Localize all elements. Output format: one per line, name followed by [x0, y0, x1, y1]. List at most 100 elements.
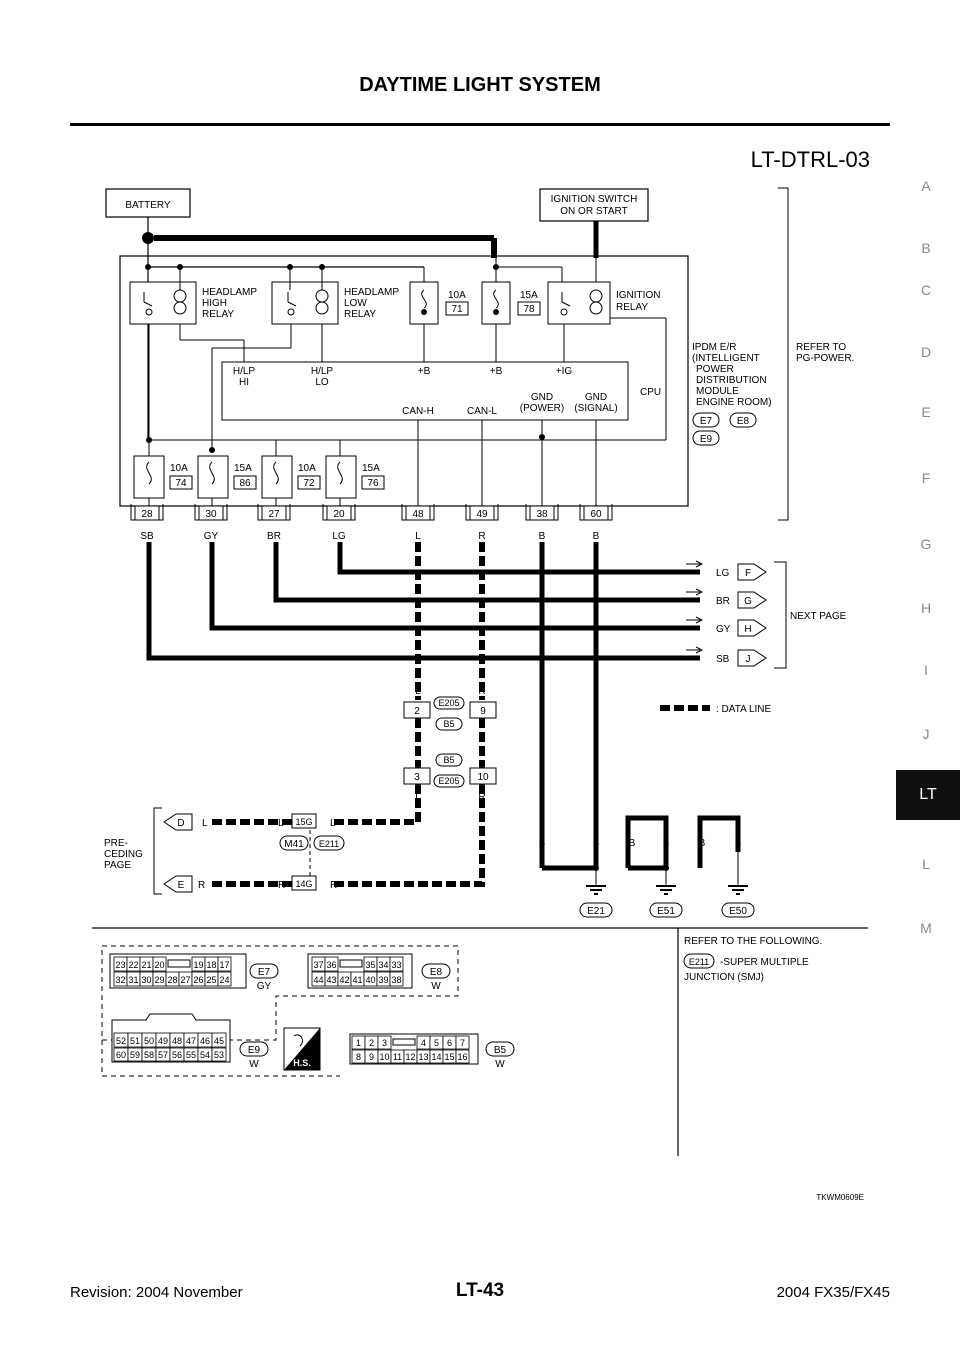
connector-pin: 39 — [378, 975, 388, 985]
e8-color: W — [431, 981, 441, 992]
connector-pin: 46 — [200, 1036, 210, 1046]
battery-label: BATTERY — [125, 200, 171, 211]
connector-pin: 10 — [379, 1052, 389, 1062]
cpu-plus-b-2: +B — [490, 366, 503, 377]
index-tab-l[interactable]: L — [922, 856, 930, 872]
fuse-74-number: 74 — [175, 478, 187, 489]
arrow-right-icon — [686, 588, 704, 596]
harness-side-icon: H.S. — [283, 1027, 321, 1071]
index-tab-d[interactable]: D — [920, 344, 932, 360]
connector-pin: 36 — [326, 960, 336, 970]
index-tab-lt[interactable]: LT — [896, 770, 960, 820]
pin-number: 48 — [412, 509, 424, 520]
cpu-can-h: CAN-H — [402, 406, 434, 417]
connector-pin: 49 — [158, 1036, 168, 1046]
figure-id: TKWM0609E — [816, 1193, 864, 1202]
ipdm-box — [119, 255, 689, 507]
refer-power-1: REFER TO — [796, 342, 846, 353]
wire-color: LG — [332, 531, 346, 542]
index-tab-h[interactable]: H — [920, 600, 932, 616]
page-title: DAYTIME LIGHT SYSTEM — [359, 74, 601, 96]
connector-pin: 28 — [167, 975, 177, 985]
bottom-fuses: 10A 74 15A 86 10A 72 15A 76 — [133, 437, 385, 499]
next-page-ref: J — [746, 654, 751, 665]
connector-pin: 24 — [219, 975, 229, 985]
wire-color: L — [415, 531, 421, 542]
fuse-71: 10A 71 — [409, 267, 469, 325]
connector-pin: 40 — [365, 975, 375, 985]
preceding-d-color3: L — [330, 818, 336, 829]
connector-pin: 4 — [421, 1038, 426, 1048]
index-tab-f[interactable]: F — [921, 470, 931, 486]
index-tab-a[interactable]: A — [921, 178, 931, 194]
e205-pin-right: 9 — [480, 706, 486, 717]
connector-pin: 30 — [141, 975, 151, 985]
connector-pin: 33 — [391, 960, 401, 970]
next-page-label: NEXT PAGE — [790, 611, 847, 622]
ipdm-conn-e7: E7 — [700, 416, 713, 427]
connector-pin: 53 — [214, 1050, 224, 1060]
wire-color: R — [478, 531, 485, 542]
index-tab-g[interactable]: G — [920, 536, 932, 552]
refer-following: REFER TO THE FOLLOWING. — [684, 936, 822, 947]
ipdm-label-5: MODULE — [696, 386, 739, 397]
b5-bottom-r: R — [478, 792, 485, 803]
index-tab-i[interactable]: I — [924, 662, 928, 678]
ignition-switch-label: IGNITION SWITCH — [551, 194, 638, 205]
preceding-d-color2: L — [278, 818, 284, 829]
ground-e50: E50 — [729, 906, 747, 917]
ground-icon — [656, 885, 676, 895]
connector-pin: 25 — [206, 975, 216, 985]
connector-pin: 18 — [206, 960, 216, 970]
ground-icon — [586, 885, 606, 895]
index-tab-b[interactable]: B — [921, 240, 931, 256]
index-tab-c[interactable]: C — [920, 282, 932, 298]
connector-pin: 32 — [115, 975, 125, 985]
hl-high-label-1: HEADLAMP — [202, 287, 257, 298]
preceding-2: CEDING — [104, 849, 143, 860]
fuse-78-number: 78 — [523, 304, 535, 315]
connector-pin: 48 — [172, 1036, 182, 1046]
connector-pin: 22 — [128, 960, 138, 970]
fuse-78: 15A 78 — [481, 258, 562, 325]
connector-pin: 27 — [180, 975, 190, 985]
e205-top-r: R — [478, 686, 485, 697]
connector-pin: 7 — [460, 1038, 465, 1048]
hl-high-label-3: RELAY — [202, 309, 234, 320]
preceding-page-refs: PRE- CEDING PAGE D L L 15G L E R R 14G R… — [104, 807, 345, 895]
fuse-86-number: 86 — [239, 478, 251, 489]
next-page-color: GY — [716, 624, 731, 635]
connector-pin: 41 — [352, 975, 362, 985]
preceding-d-pin: 15G — [295, 817, 312, 827]
next-page-color: SB — [716, 654, 730, 665]
connector-pin: 26 — [193, 975, 203, 985]
index-tab-m[interactable]: M — [920, 920, 932, 936]
fuse-72-number: 72 — [303, 478, 315, 489]
preceding-e-color: R — [198, 880, 205, 891]
next-page-ref-j: SB J — [686, 646, 767, 667]
ipdm-label-2: (INTELLIGENT — [692, 353, 760, 364]
ipdm-conn-e9: E9 — [700, 434, 713, 445]
ipdm-pin-48: 48L — [401, 504, 435, 542]
index-tab-e[interactable]: E — [921, 404, 931, 420]
connector-pin: 13 — [418, 1052, 428, 1062]
connector-e205-b5: L R 2 9 E205 B5 L R — [403, 686, 497, 743]
connector-pin: 50 — [144, 1036, 154, 1046]
connector-pin: 21 — [141, 960, 151, 970]
cpu-box — [221, 361, 629, 421]
fuse-76-amp: 15A — [362, 463, 380, 474]
preceding-3: PAGE — [104, 860, 131, 871]
title-rule — [70, 123, 890, 126]
pin-number: 27 — [268, 509, 280, 520]
connector-pin: 29 — [154, 975, 164, 985]
connector-pin: 16 — [457, 1052, 467, 1062]
index-tab-j[interactable]: J — [922, 726, 930, 742]
